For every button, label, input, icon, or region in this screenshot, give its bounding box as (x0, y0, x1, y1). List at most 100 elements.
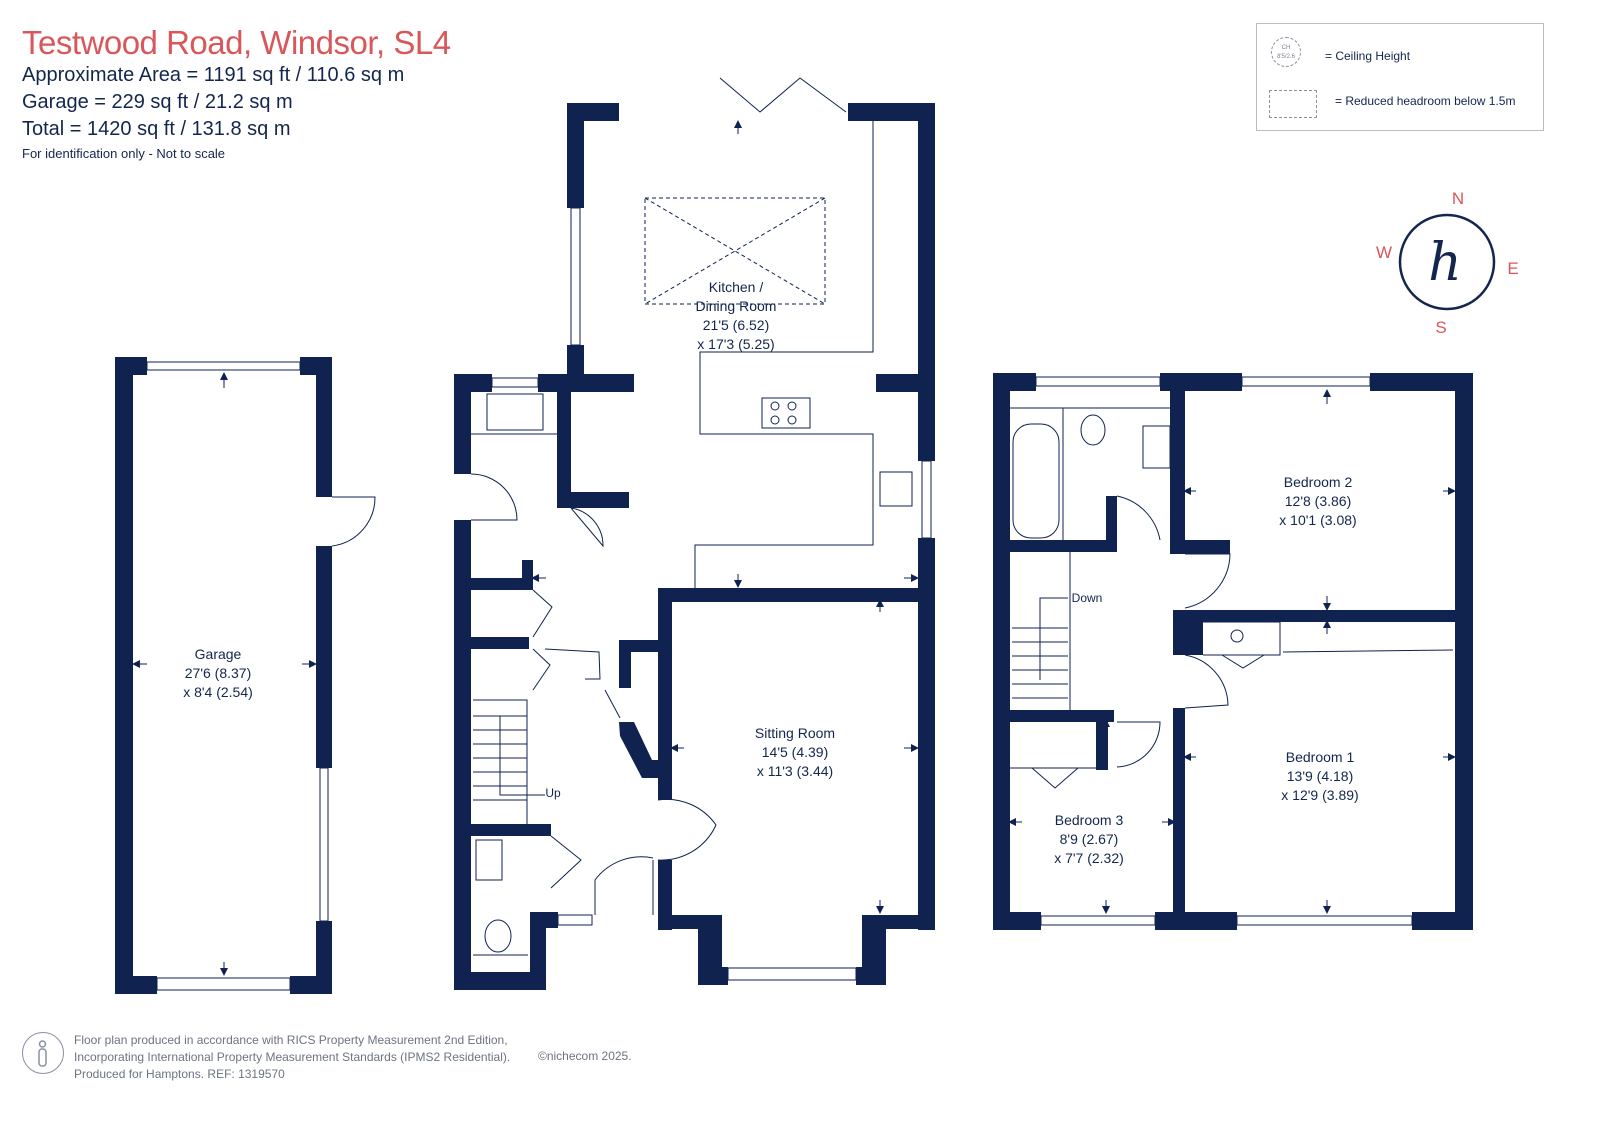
skylight (644, 197, 826, 305)
kitchen-window (570, 207, 581, 346)
bath (1012, 423, 1060, 539)
stairs-down-label: Down (1072, 591, 1103, 605)
copyright: ©nichecom 2025. (538, 1049, 632, 1063)
garage-dim2: x 8'4 (2.54) (183, 684, 253, 700)
compass-west: W (1376, 243, 1392, 262)
wall (471, 578, 533, 590)
wall (1370, 373, 1473, 391)
wall (454, 520, 471, 990)
wall (115, 976, 157, 994)
wall (848, 103, 935, 121)
wall (1173, 610, 1203, 655)
wall (918, 103, 935, 461)
lobby-wall (544, 648, 601, 680)
footer-line2: Incorporating International Property Mea… (74, 1050, 511, 1064)
built-in-wardrobe (1282, 649, 1454, 653)
wall (1106, 496, 1117, 552)
wall (316, 921, 332, 994)
wall (658, 860, 672, 930)
wall (1173, 708, 1185, 930)
wall (1173, 610, 1473, 622)
bedroom3-window (1040, 915, 1156, 926)
bathroom-window (1035, 376, 1161, 387)
wall (1170, 373, 1185, 553)
lobby-wall (604, 689, 621, 719)
garage-window (146, 361, 301, 371)
garage-area: Garage = 229 sq ft / 21.2 sq m (22, 91, 293, 113)
wall (530, 912, 558, 928)
stairs-down (1012, 552, 1071, 710)
wall (316, 546, 332, 768)
wall (1455, 373, 1473, 930)
legend: CH 8'5/2.6 = Ceiling Height = Reduced he… (1256, 23, 1544, 131)
reduced-headroom-icon (1269, 90, 1317, 118)
kitchen-side-window (921, 460, 932, 539)
reduced-headroom-label: = Reduced headroom below 1.5m (1335, 94, 1516, 108)
wall (567, 103, 584, 208)
ceiling-height-label: = Ceiling Height (1325, 49, 1411, 63)
footer-line1: Floor plan produced in accordance with R… (74, 1033, 508, 1047)
garage-dim1: 27'6 (8.37) (185, 665, 252, 681)
wall (876, 374, 935, 392)
cupboard-door (532, 589, 553, 638)
wall (316, 357, 332, 497)
bathroom-toilet (1080, 414, 1106, 446)
bedroom2-door (1184, 553, 1231, 609)
bedroom3-door (1116, 721, 1161, 768)
bedroom1-door (1184, 654, 1229, 709)
property-title: Testwood Road, Windsor, SL4 (22, 24, 451, 61)
walls (115, 103, 1473, 994)
wall (993, 912, 1041, 930)
wall (856, 967, 886, 985)
footer-line3: Produced for Hamptons. REF: 1319570 (74, 1067, 285, 1081)
wall (1010, 540, 1114, 552)
disclaimer: For identification only - Not to scale (22, 146, 226, 161)
garage-name: Garage (195, 646, 242, 662)
wc-door (550, 835, 582, 889)
wall (538, 374, 634, 392)
kitchen-name1: Kitchen / (709, 279, 764, 295)
wall (1412, 912, 1473, 930)
wardrobe-door (1221, 654, 1265, 669)
wall (522, 560, 533, 590)
kitchen-dim1: 21'5 (6.52) (703, 317, 770, 333)
kitchen-dim2: x 17'3 (5.25) (697, 336, 774, 352)
hall-window (557, 914, 593, 926)
wall (454, 374, 471, 474)
bedroom1-window (1236, 915, 1413, 926)
dimension-arrows (132, 120, 1456, 976)
compass-south: S (1435, 318, 1446, 337)
bay-window (727, 967, 857, 981)
total-area: Total = 1420 sq ft / 131.8 sq m (22, 118, 291, 140)
bedroom3-dim1: 8'9 (2.67) (1060, 831, 1119, 847)
wall (1010, 710, 1114, 722)
kitchen-name2: Dining Room (696, 298, 777, 314)
compass-east: E (1507, 259, 1518, 278)
wall (993, 373, 1010, 930)
bay-side-window (873, 932, 885, 964)
bedroom3-name: Bedroom 3 (1055, 812, 1124, 828)
wall (619, 640, 672, 652)
front-door (594, 856, 654, 915)
wall (918, 538, 935, 930)
compass-north: N (1452, 189, 1464, 208)
footer-text: Floor plan produced in accordance with R… (74, 1032, 510, 1083)
wall (115, 357, 133, 994)
wall (454, 972, 546, 990)
wall (290, 976, 332, 994)
sitting-room-door (657, 798, 717, 861)
stairs-up (473, 699, 545, 824)
wall (115, 357, 147, 375)
sitting-name: Sitting Room (755, 725, 835, 741)
bedroom1-name: Bedroom 1 (1286, 749, 1355, 765)
fittings (146, 77, 1454, 991)
compass: N E S W h (1376, 189, 1519, 337)
header: Testwood Road, Windsor, SL4 Approximate … (22, 24, 451, 165)
approx-area: Approximate Area = 1191 sq ft / 110.6 sq… (22, 64, 405, 86)
wall (1155, 912, 1237, 930)
utility-window (491, 377, 539, 388)
wall (619, 722, 658, 778)
wall (1170, 540, 1230, 554)
bedroom2-dim2: x 10'1 (3.08) (1279, 512, 1356, 528)
wc-basin (475, 839, 503, 881)
